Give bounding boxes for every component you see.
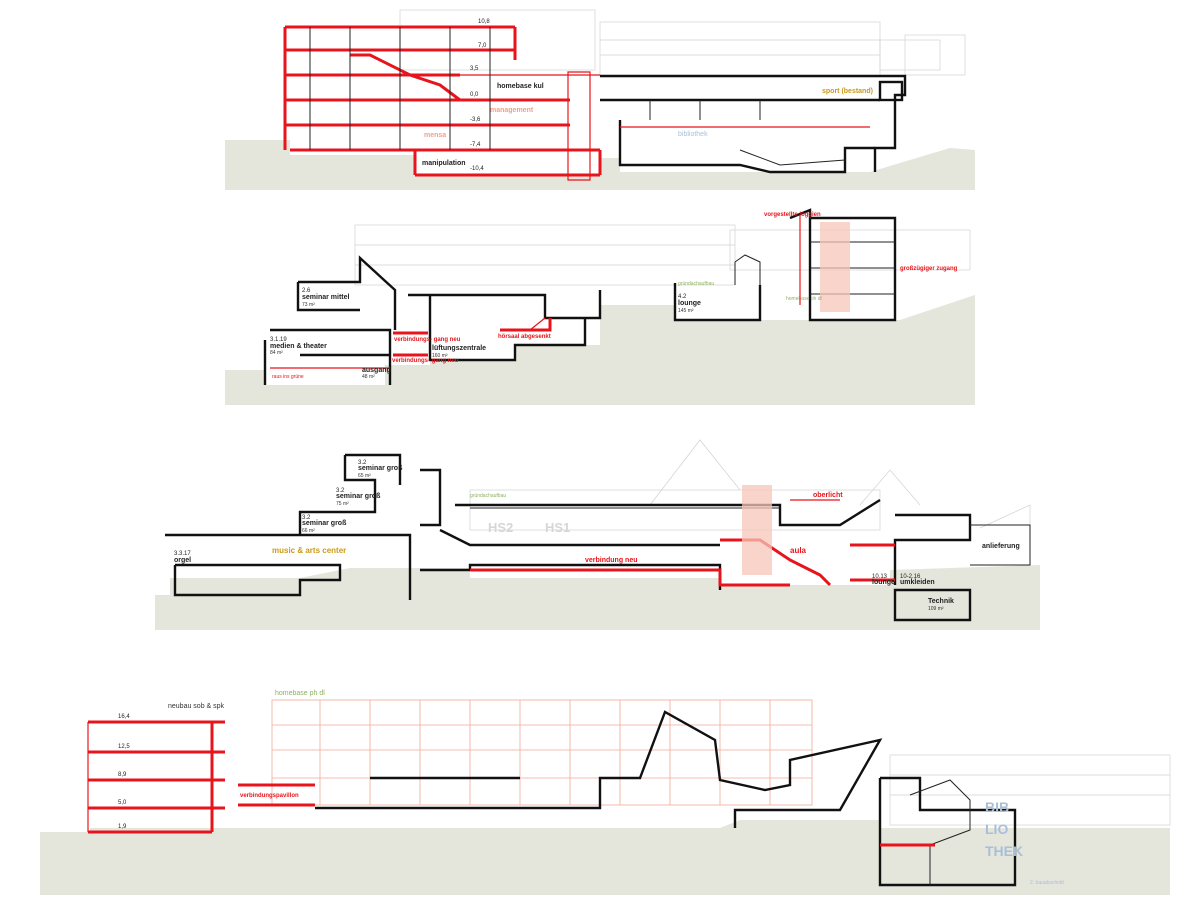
area-label: 65 m² (358, 473, 371, 479)
bibliothek-label: bibliothek (678, 131, 708, 138)
technik-label: Technik (928, 598, 954, 605)
manipulation-label: manipulation (422, 160, 466, 167)
section-1-existing-structure (600, 74, 907, 174)
section-4-existing-structure (315, 710, 1017, 887)
level-label: 3,5 (470, 66, 479, 72)
gruendachaufbau-label: gründachaufbau (678, 281, 714, 287)
seminar-gross-label: seminar groß (302, 520, 347, 527)
section-3-ground (155, 565, 1040, 630)
lounge-label: lounge (678, 300, 701, 307)
music-arts-label: music & arts center (272, 546, 346, 555)
level-label: 1,9 (118, 824, 127, 830)
orgel-label: orgel (174, 557, 191, 564)
room-id-label: 10-2.16 (900, 574, 921, 580)
lueftungszentrale-label: lüftungszentrale (432, 345, 486, 352)
section-1: homebase kul management mensa manipulati… (225, 9, 975, 190)
technik-area-label: 109 m² (928, 606, 944, 612)
gruendachaufbau-label: gründachaufbau (470, 493, 506, 499)
section-2-new-construction (270, 215, 850, 369)
section-1-interior-grid (309, 27, 491, 150)
verbindungspavillon-label: verbindungspavillon (240, 793, 299, 799)
level-label: 5,0 (118, 800, 127, 806)
room-id-label: 3.2 (302, 515, 311, 521)
neubau-label: neubau sob & spk (168, 703, 225, 710)
section-4: neubau sob & spk homebase ph dl verbindu… (40, 690, 1171, 895)
hs1-label: HS1 (545, 520, 570, 535)
room-id-label: 4.2 (678, 294, 687, 300)
homebase-ph-label: homebase ph dl (275, 690, 325, 697)
hoersaal-label: hörsaal abgesenkt (498, 334, 551, 340)
room-id-label: 3.2 (358, 460, 367, 466)
bibliothek-letters-3: THEK (985, 843, 1023, 859)
section-4-ground (40, 820, 1170, 895)
area-label: 48 m² (362, 374, 375, 380)
level-label: 16,4 (118, 714, 130, 720)
sport-label: sport (bestand) (822, 88, 873, 95)
room-id-label: 10.13 (872, 574, 888, 580)
ausgang-label: ausgang (362, 367, 391, 374)
hs2-label: HS2 (488, 520, 513, 535)
oberlicht-label: oberlicht (813, 492, 843, 499)
seminar-gross-label: seminar groß (358, 465, 403, 472)
aula-label: aula (790, 546, 807, 555)
seminar-mittel-label: seminar mittel (302, 294, 350, 301)
area-label: 75 m² (336, 501, 349, 507)
section-2-existing-structure (263, 208, 897, 385)
section-2-ground (225, 295, 975, 405)
management-label: management (490, 107, 534, 114)
homebase-kul-label: homebase kul (497, 83, 544, 90)
lounge-label: lounge (872, 579, 895, 586)
level-label: 0,0 (470, 92, 479, 98)
bodenplatte-label: 2. bauabschnitt (1030, 880, 1065, 886)
section-2-background-buildings (354, 224, 971, 286)
medien-theater-label: medien & theater (270, 343, 327, 350)
raus-ins-gruene-label: raus ins grüne (272, 374, 304, 380)
anlieferung-label: anlieferung (982, 543, 1020, 550)
room-id-label: 2.6 (302, 288, 311, 294)
section-3-existing-structure (165, 453, 1031, 622)
area-label: 160 m² (432, 353, 448, 359)
seminar-gross-label: seminar groß (336, 493, 381, 500)
area-label: 66 m² (302, 528, 315, 534)
room-id-label: 3.2 (336, 488, 345, 494)
level-label: 12,5 (118, 744, 130, 750)
section-4-pink-facade (271, 699, 813, 806)
section-2: 2.6 seminar mittel 73 m² 3.1.19 medien &… (225, 208, 975, 405)
level-label: 10,8 (478, 19, 490, 25)
level-label: 7,0 (478, 43, 487, 49)
section-3-new-construction (470, 485, 895, 587)
umkleiden-label: umkleiden (900, 579, 935, 586)
level-label: -7,4 (470, 142, 481, 148)
section-4-background-buildings (889, 754, 1171, 826)
section-4-new-construction (87, 720, 935, 847)
area-label: 73 m² (302, 302, 315, 308)
homebase-ph-label: homebase ph dl (786, 296, 822, 302)
room-id-label: 3.1.19 (270, 337, 287, 343)
area-label: 145 m² (678, 308, 694, 314)
bibliothek-letters-2: LIO (985, 821, 1008, 837)
level-label: 8,9 (118, 772, 127, 778)
bibliothek-letters-1: BIB (985, 799, 1009, 815)
grosszuegiger-zugang-label: großzügiger zugang (900, 266, 958, 272)
verbindung-neu-label: verbindung neu (585, 557, 638, 564)
verbindungsgang-neu-label: verbindungs- gang neu (392, 358, 459, 364)
level-label: -3,6 (470, 117, 481, 123)
room-id-label: 3.3.17 (174, 551, 191, 557)
mensa-label: mensa (424, 132, 446, 139)
section-3: 3.2 seminar groß 65 m² 3.2 seminar groß … (155, 439, 1040, 630)
verbindungsgang-neu-label: verbindungs- gang neu (394, 337, 461, 343)
area-label: 84 m² (270, 350, 283, 356)
level-label: -10,4 (470, 166, 484, 172)
vorgestellte-loggien-label: vorgestellte loggien (764, 212, 821, 218)
